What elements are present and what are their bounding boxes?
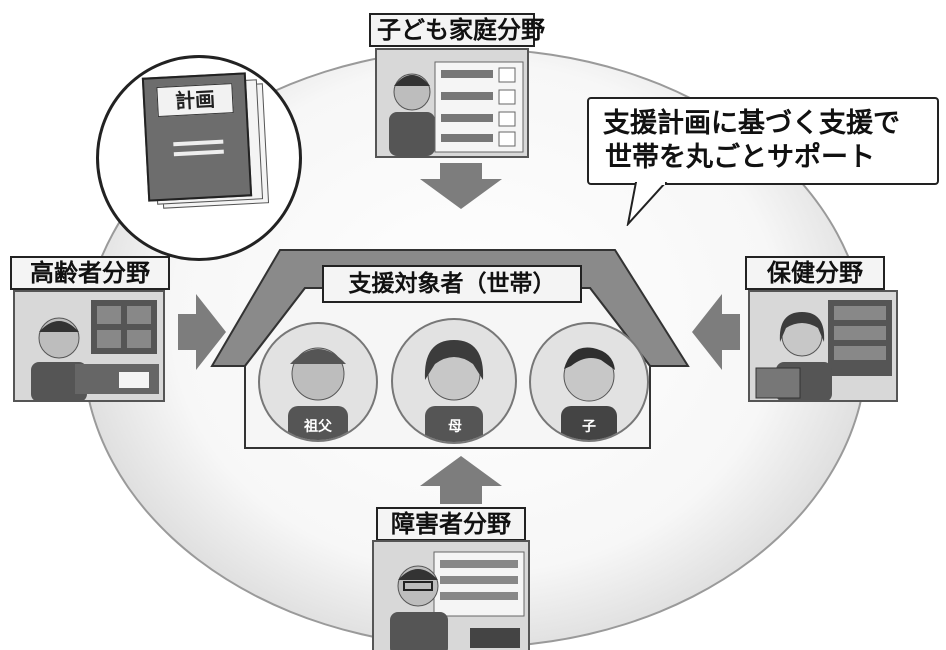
center-title: 支援対象者（世帯） bbox=[322, 265, 582, 303]
member-child: 子 bbox=[529, 322, 649, 442]
member-tag-mother: 母 bbox=[448, 419, 462, 435]
plan-line-2 bbox=[173, 149, 224, 157]
member-tag-child: 子 bbox=[582, 419, 596, 435]
member-mother: 母 bbox=[391, 318, 517, 444]
panel-health bbox=[748, 290, 898, 402]
member-grandfather: 祖父 bbox=[258, 322, 378, 442]
arrow-up-icon bbox=[420, 456, 502, 504]
arrow-left-icon bbox=[692, 294, 740, 370]
panel-disability bbox=[372, 540, 530, 650]
label-health: 保健分野 bbox=[745, 256, 885, 290]
plan-line-1 bbox=[173, 139, 224, 147]
panel-elderly bbox=[13, 290, 165, 402]
plan-document-title: 計画 bbox=[156, 83, 234, 118]
arrow-down-icon bbox=[420, 163, 502, 209]
speech-bubble-tail bbox=[626, 182, 668, 226]
panel-children-family bbox=[375, 48, 529, 158]
arrow-right-icon bbox=[178, 294, 226, 370]
plan-document: 計画 bbox=[141, 72, 253, 202]
speech-bubble-line2: 世帯を丸ごとサポート bbox=[605, 142, 875, 173]
speech-bubble-line1: 支援計画に基づく支援で bbox=[603, 108, 900, 139]
label-elderly: 高齢者分野 bbox=[10, 256, 170, 290]
member-tag-grandfather: 祖父 bbox=[304, 419, 332, 435]
speech-bubble: 支援計画に基づく支援で 世帯を丸ごとサポート bbox=[587, 97, 939, 185]
label-children-family: 子ども家庭分野 bbox=[369, 13, 545, 47]
label-disability: 障害者分野 bbox=[376, 507, 526, 541]
